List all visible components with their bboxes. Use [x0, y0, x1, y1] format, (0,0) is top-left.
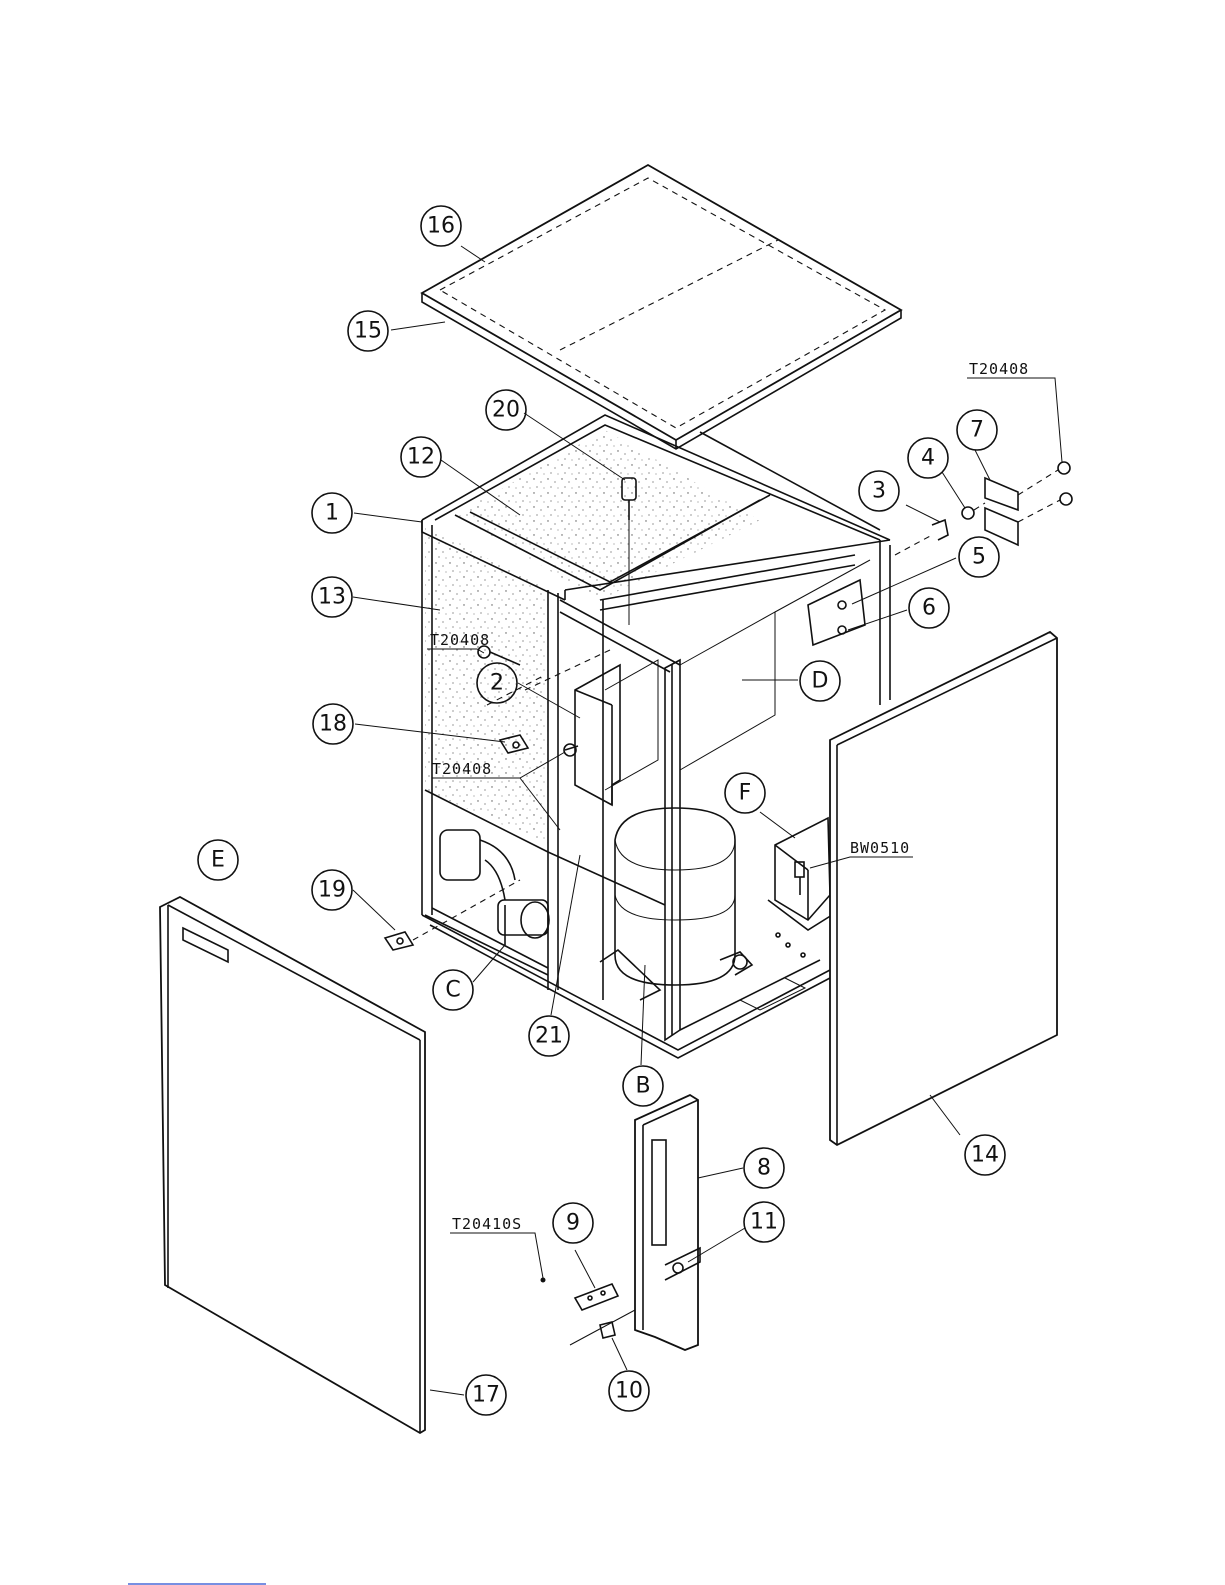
- compressor: [600, 808, 752, 1000]
- callout-3: 3: [859, 471, 899, 511]
- callout-F: F: [725, 773, 765, 813]
- front-panel: [160, 897, 425, 1433]
- svg-text:21: 21: [535, 1024, 563, 1049]
- svg-text:2: 2: [490, 671, 504, 696]
- svg-text:D: D: [812, 669, 829, 694]
- callout-11: 11: [744, 1202, 784, 1242]
- svg-text:12: 12: [407, 445, 435, 470]
- callout-20: 20: [486, 390, 526, 430]
- svg-text:6: 6: [922, 596, 936, 621]
- svg-text:1: 1: [325, 501, 339, 526]
- svg-text:13: 13: [318, 585, 346, 610]
- svg-text:4: 4: [921, 446, 935, 471]
- cabinet-frame: [422, 415, 890, 1058]
- callout-7: 7: [957, 410, 997, 450]
- svg-text:18: 18: [319, 712, 347, 737]
- callout-D: D: [800, 661, 840, 701]
- callout-21: 21: [529, 1016, 569, 1056]
- svg-text:17: 17: [472, 1383, 500, 1408]
- part-9-10: [541, 1278, 636, 1346]
- svg-text:F: F: [739, 781, 752, 806]
- callout-9: 9: [553, 1203, 593, 1243]
- code-label-t20410s: T20410S: [452, 1215, 522, 1233]
- svg-text:10: 10: [615, 1379, 643, 1404]
- code-label-t20408-upper: T20408: [430, 631, 490, 649]
- callout-14: 14: [965, 1135, 1005, 1175]
- svg-text:20: 20: [492, 398, 520, 423]
- callout-10: 10: [609, 1371, 649, 1411]
- svg-text:8: 8: [757, 1156, 771, 1181]
- svg-text:19: 19: [318, 878, 346, 903]
- fan-motor-assembly: [440, 830, 549, 945]
- callout-13: 13: [312, 577, 352, 617]
- callout-18: 18: [313, 704, 353, 744]
- svg-text:11: 11: [750, 1210, 778, 1235]
- code-label-t20408-top-right: T20408: [969, 360, 1029, 378]
- code-label-t20408-lower: T20408: [432, 760, 492, 778]
- callout-12: 12: [401, 437, 441, 477]
- bracket-8: [635, 1095, 700, 1350]
- callout-6: 6: [909, 588, 949, 628]
- callout-17: 17: [466, 1375, 506, 1415]
- svg-text:B: B: [635, 1074, 650, 1099]
- svg-text:C: C: [445, 978, 460, 1003]
- svg-text:5: 5: [972, 545, 986, 570]
- callout-E: E: [198, 840, 238, 880]
- callout-C: C: [433, 970, 473, 1010]
- svg-text:3: 3: [872, 479, 886, 504]
- callout-5: 5: [959, 537, 999, 577]
- svg-text:7: 7: [970, 418, 984, 443]
- svg-text:9: 9: [566, 1211, 580, 1236]
- callout-15: 15: [348, 311, 388, 351]
- svg-text:16: 16: [427, 214, 455, 239]
- code-label-bw0510: BW0510: [850, 839, 910, 857]
- side-panel-right: [830, 632, 1057, 1145]
- svg-text:15: 15: [354, 319, 382, 344]
- callout-B: B: [623, 1066, 663, 1106]
- svg-text:14: 14: [971, 1143, 999, 1168]
- callout-16: 16: [421, 206, 461, 246]
- callout-1: 1: [312, 493, 352, 533]
- svg-text:E: E: [211, 848, 225, 873]
- callout-4: 4: [908, 438, 948, 478]
- callout-8: 8: [744, 1148, 784, 1188]
- callout-19: 19: [312, 870, 352, 910]
